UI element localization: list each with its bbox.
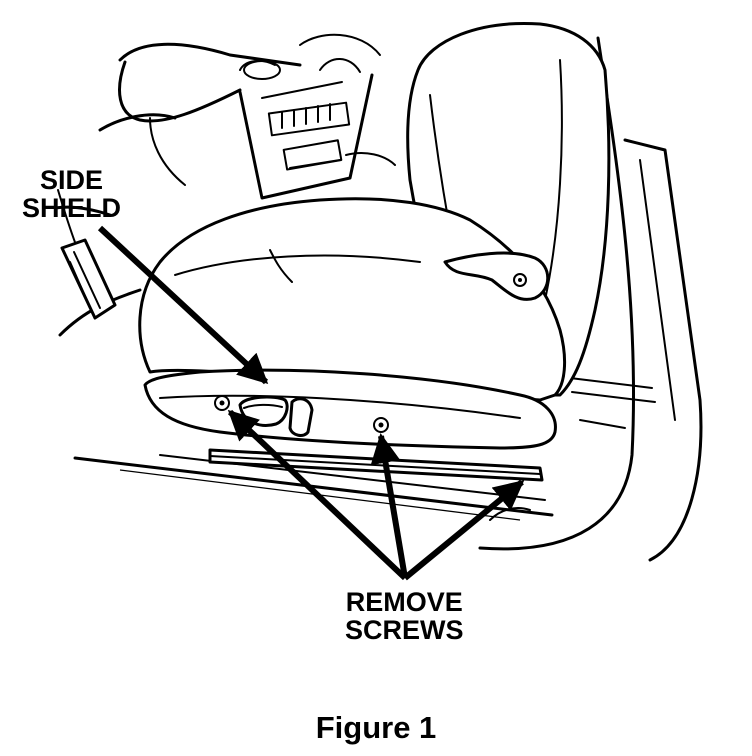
screw-track-leader: [403, 479, 525, 581]
screw-right-leader: [370, 433, 408, 579]
side-shield-callout: SIDE SHIELD: [22, 166, 121, 222]
figure-caption: Figure 1: [315, 710, 437, 745]
recliner-lever: [443, 251, 550, 301]
pedal: [60, 238, 117, 320]
screw-right: [373, 417, 389, 433]
remove-screws-callout: REMOVE SCREWS: [345, 588, 464, 644]
dashboard-area: [98, 33, 381, 186]
side-shield-callout-line2: SHIELD: [22, 193, 122, 223]
remove-screws-callout-line2: SCREWS: [345, 615, 464, 645]
center-console: [238, 73, 396, 200]
side-shield-leader: [97, 225, 269, 385]
side-shield-callout-line1: SIDE: [39, 165, 104, 195]
screw-left: [214, 395, 230, 411]
remove-screws-callout-line1: REMOVE: [345, 587, 463, 617]
seat-cushion: [138, 197, 566, 402]
door-frame: [478, 36, 703, 562]
leader-lines: [97, 225, 525, 581]
screw-left-leader: [227, 409, 408, 581]
